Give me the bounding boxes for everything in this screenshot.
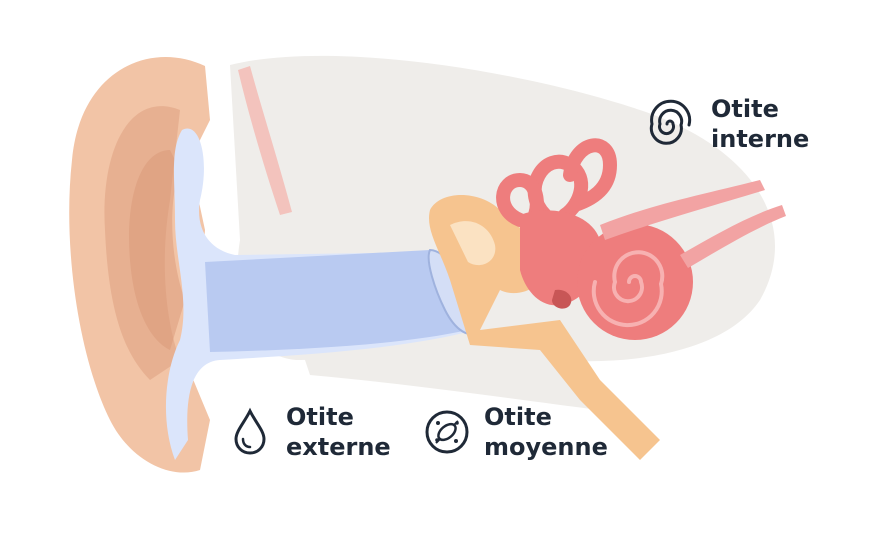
droplet-icon — [230, 407, 270, 457]
label-otite-moyenne: Otite moyenne — [424, 402, 608, 462]
cochlea-spiral — [591, 250, 665, 328]
cochlea — [577, 224, 693, 340]
label-line1: Otite — [484, 403, 552, 431]
auditory-nerve — [600, 180, 765, 240]
auricle-inner — [129, 150, 185, 350]
label-line2: externe — [286, 433, 391, 461]
label-otite-interne: Otite interne — [645, 94, 880, 154]
label-line1: Otite — [286, 403, 354, 431]
ear-canal — [205, 250, 468, 352]
ossicles-highlight — [450, 221, 496, 266]
bacteria-icon — [424, 409, 470, 455]
lower-tissue — [300, 337, 600, 410]
label-line2: moyenne — [484, 433, 608, 461]
label-text: Otite interne — [711, 95, 810, 153]
spiral-icon — [645, 99, 695, 149]
auditory-nerve-lower — [680, 205, 786, 268]
tissue-band — [238, 66, 292, 215]
semicircular-canals — [496, 138, 618, 227]
label-otite-externe: Otite externe — [230, 402, 391, 462]
round-window — [552, 289, 572, 309]
